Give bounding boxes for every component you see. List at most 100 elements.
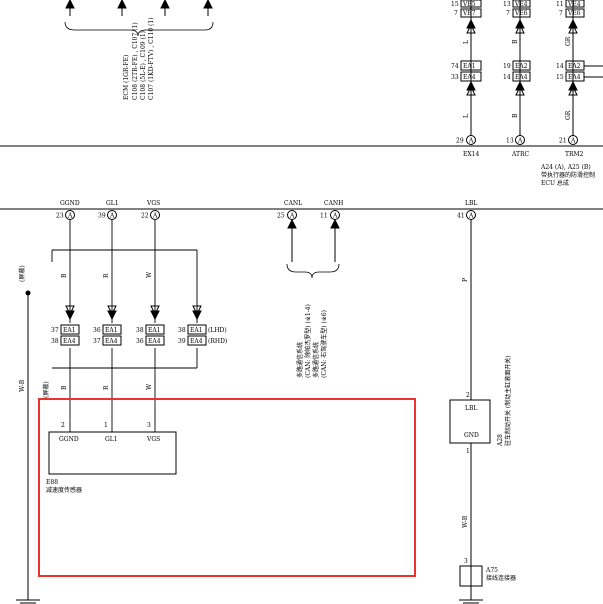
top-brace [64,21,214,37]
svg-text:A: A [570,138,576,145]
svg-text:EX14: EX14 [463,151,479,158]
pin-ggnd: GGND A 23 [56,200,80,220]
ecm-note: ECM (1GR-FE) C108 (2TR-FE) , C107 (1) C1… [123,17,155,100]
svg-text:R: R [103,273,110,278]
svg-text:EA1: EA1 [190,327,203,334]
svg-text:19: 19 [503,63,511,70]
svg-text:VE6: VE6 [567,10,581,17]
svg-text:B: B [512,39,519,44]
pin-ex14: A 29 EX14 [456,135,479,158]
svg-text:EA4: EA4 [515,74,528,81]
level-switch: 2 1 LBL GND A28 驻车制动开关 (制动主缸液面开关) [449,355,512,455]
svg-text:A: A [152,213,158,220]
svg-text:A: A [289,213,295,220]
svg-text:多路通信系统: 多路通信系统 [312,342,320,378]
svg-text:(RHD): (RHD) [208,338,227,345]
svg-text:VE5: VE5 [462,1,476,8]
svg-text:A: A [468,213,474,220]
svg-text:38: 38 [51,338,59,345]
svg-text:CANH: CANH [324,200,343,207]
svg-text:37: 37 [51,327,59,334]
top-ecu-note: A24 (A), A25 (B) 带执行器的防滑控制 ECU 总成 [540,164,595,187]
svg-text:C108 (5L-E) , C109 (1): C108 (5L-E) , C109 (1) [140,31,147,100]
svg-text:GGND: GGND [60,200,80,207]
can-note: 多路通信系统 (CAN: 除帕杰罗型) (※1-4) 多路通信系统 (CAN: … [296,304,328,378]
svg-text:R: R [103,385,110,390]
svg-text:驻车制动开关 (制动主缸液面开关): 驻车制动开关 (制动主缸液面开关) [504,355,512,446]
svg-text:15: 15 [451,1,459,8]
lbl-wire [459,220,483,604]
svg-text:ATRC: ATRC [511,151,530,158]
svg-text:EA4: EA4 [463,74,476,81]
deceleration-sensor: 2 1 3 GGND GL1 VGS E88 减速度传感器 [46,422,177,494]
svg-text:39: 39 [178,338,186,345]
svg-text:7: 7 [506,10,510,17]
pin-vgs: VGS A 22 [141,200,160,220]
highlight-box [38,398,416,577]
svg-text:EA2: EA2 [515,63,528,70]
top-conn-labels: VE5 VE7 EA1 EA4 15 7 74 33 VE4 VE6 EA2 E… [451,1,581,81]
svg-text:7: 7 [559,10,563,17]
svg-text:LBL: LBL [465,405,477,412]
svg-text:VE4: VE4 [514,1,528,8]
svg-text:W: W [146,271,153,278]
svg-text:VE6: VE6 [514,10,528,17]
svg-text:11: 11 [556,1,564,8]
mid-connector-boxes [60,324,207,346]
svg-text:36: 36 [93,327,101,334]
svg-text:接线连接器: 接线连接器 [486,574,516,582]
pin-lbl: LBL A 41 [457,200,477,220]
svg-text:减速度传感器: 减速度传感器 [46,486,82,494]
shield-labels: (屏蔽) (屏蔽) W-B [18,265,50,398]
left-ground-line [16,290,40,604]
svg-text:GGND: GGND [59,436,79,443]
svg-text:3: 3 [147,422,151,429]
svg-text:B: B [61,385,68,390]
svg-text:13: 13 [506,138,514,145]
svg-text:EA2: EA2 [568,63,581,70]
svg-text:1: 1 [104,422,108,429]
pin-gl1: GL1 A 39 [98,200,119,220]
svg-text:GL1: GL1 [105,436,118,443]
svg-text:29: 29 [456,138,464,145]
mid-wires [51,220,198,432]
pin-canh: CANH A 11 [320,200,343,220]
svg-text:74: 74 [451,63,459,70]
svg-text:C107 (1KD-FTV) , C110 (1): C107 (1KD-FTV) , C110 (1) [148,17,155,100]
svg-text:(CAN: 除帕杰罗型) (※1-4): (CAN: 除帕杰罗型) (※1-4) [304,304,312,378]
svg-text:22: 22 [141,213,149,220]
svg-text:3: 3 [464,558,468,565]
svg-text:A24 (A), A25 (B): A24 (A), A25 (B) [540,164,591,171]
svg-text:ECU 总成: ECU 总成 [541,179,569,187]
svg-text:39: 39 [98,213,106,220]
top-connector-col2 [512,0,531,140]
svg-text:L: L [463,40,470,44]
pin-trm2: A 21 TRM2 [559,135,584,158]
top-arrows-left [65,0,213,16]
svg-text:带执行器的防滑控制: 带执行器的防滑控制 [541,171,595,179]
svg-text:37: 37 [93,338,101,345]
svg-text:W: W [146,383,153,390]
svg-text:A: A [517,138,523,145]
svg-text:EA4: EA4 [568,74,581,81]
wire-letter-wb: W-B [462,515,469,528]
svg-text:A: A [109,213,115,220]
svg-text:GL1: GL1 [106,200,119,207]
svg-text:EA1: EA1 [105,327,118,334]
svg-text:L: L [463,114,470,118]
pin-canl: CANL A 25 [277,200,302,220]
svg-text:33: 33 [451,74,459,81]
svg-text:38: 38 [178,327,186,334]
top-wire-letters: L B GR L B GR [463,36,572,120]
svg-text:(屏蔽): (屏蔽) [18,265,26,282]
can-brace [286,263,340,279]
svg-text:A: A [67,213,73,220]
svg-text:GND: GND [464,432,479,439]
svg-text:多路通信系统: 多路通信系统 [296,342,304,378]
junction-connector: 3 A75 接线连接器 [459,558,516,587]
pin-atrc: A 13 ATRC [506,135,530,158]
svg-text:ECM (1GR-FE): ECM (1GR-FE) [123,55,130,100]
mid-connector-labels: EA1 EA4 EA1 EA4 EA1 EA4 EA1 EA4 37 38 36… [51,327,227,345]
svg-text:25: 25 [277,213,285,220]
